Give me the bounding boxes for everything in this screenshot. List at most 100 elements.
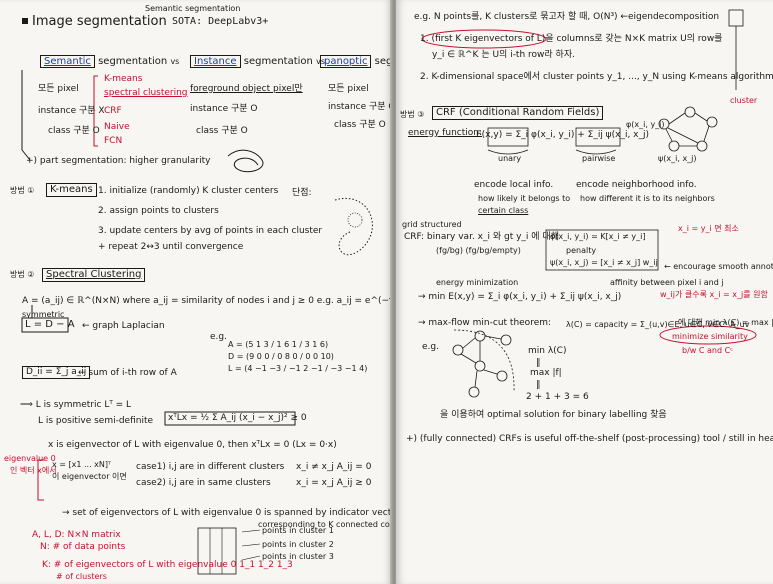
panoptic-note-1: 모든 pixel	[328, 84, 369, 94]
method-fcn: FCN	[104, 136, 123, 146]
left-page-drawings	[21, 18, 373, 575]
energy-label: energy function:	[408, 128, 483, 138]
step1-highlight	[421, 29, 547, 49]
kmeans-step-1: 1. initialize (randomly) K cluster cente…	[98, 186, 279, 196]
indicator-matrix	[197, 527, 237, 575]
kmeans-step-4: + repeat 2↔3 until convergence	[98, 242, 244, 252]
sum-result: 2 + 1 + 3 = 6	[526, 392, 589, 402]
left-page: Image segmentation Semantic segmentation…	[0, 0, 392, 584]
instance-note-2: instance 구분 O	[190, 104, 258, 114]
eigen-line: x is eigenvector of L with eigenvalue 0,…	[48, 440, 337, 450]
eigen-bracket	[37, 459, 44, 501]
fg-bg: (fg/bg) (fg/bg/empty)	[436, 246, 521, 255]
optimal-solution: 을 이용하여 optimal solution for binary label…	[440, 410, 667, 420]
pairwise-brace	[575, 149, 617, 155]
minimize-highlight	[659, 325, 757, 345]
tree-arrow	[21, 149, 31, 161]
method1-label: 방법 ①	[10, 186, 35, 195]
unary-box	[487, 127, 529, 147]
sota-top: Semantic segmentation	[145, 4, 241, 13]
step-1b: y_i ∈ ℝ^K 는 U의 i-th row라 하자.	[432, 50, 575, 60]
penalty-label: penalty	[566, 246, 597, 255]
instance-note-3: class 구분 O	[196, 126, 248, 136]
capacity-def: λ(C) = capacity = Σ_(u,v)∈E, u∈C, v∈Cᶜ A…	[566, 320, 750, 329]
laplacian-note: ← graph Laplacian	[82, 321, 165, 331]
right-page: e.g. N points를, K clusters로 묶고자 할 때, O(N…	[396, 0, 773, 584]
crf-binary: CRF: binary var. x_i 와 gt y_i 에 대해	[404, 232, 559, 242]
matrix-L: L = (4 −1 −3 / −1 2 −1 / −3 −1 4)	[228, 364, 368, 373]
kmeans-cons-swirl	[334, 197, 373, 256]
property-symmetric: ⟹ L is symmetric Lᵀ = L	[20, 400, 132, 410]
title-bullet	[22, 18, 28, 24]
encode-local-3: certain class	[478, 206, 529, 215]
between-note: b/w C and Cᶜ	[682, 346, 734, 355]
kmeans-step-2: 2. assign points to clusters	[98, 206, 219, 216]
phi-definition: φ(x_i, y_i) = K[x_i ≠ y_i]	[550, 232, 646, 241]
graph-phi: φ(x_i, y_i)	[626, 120, 665, 129]
method-crf: CRF	[104, 106, 122, 116]
encode-local: encode local info.	[474, 180, 554, 190]
vector-x: x = [x1 ... xN]ᵀ	[52, 460, 112, 469]
grid-structured: grid structured	[402, 220, 462, 229]
panoptic-note-3: class 구분 O	[334, 120, 386, 130]
graph-psi: ψ(x_i, x_j)	[658, 154, 697, 163]
corresponding: corresponding to K connected components …	[258, 520, 392, 529]
points-cluster-1: points in cluster 1	[262, 526, 334, 535]
step-1: 1. (first K eigenvectors of L)을 columns로…	[420, 34, 723, 44]
psd-formula: xᵀLx = ½ Σ A_ij (x_i − x_j)² ≥ 0	[168, 413, 307, 423]
encourage-note: ← encourage smooth annotation	[664, 262, 773, 271]
crf-title: CRF (Conditional Random Fields)	[432, 106, 604, 120]
page-title: Image segmentation	[32, 14, 167, 29]
case-2: case2) i,j are in same clusters	[136, 478, 271, 488]
case-1: case1) i,j are in different clusters	[136, 462, 285, 472]
points-arrow-3	[241, 555, 261, 561]
kmeans-cons-dot	[347, 212, 363, 228]
encode-local-2: how likely it belongs to	[478, 194, 571, 203]
semantic-note-1: 모든 pixel	[38, 84, 79, 94]
pairwise-label: pairwise	[582, 154, 616, 163]
points-arrow-2	[241, 543, 261, 547]
matrix-eg: e.g.	[210, 332, 227, 342]
psd-box	[164, 411, 296, 426]
method3-label: 방법 ③	[400, 110, 425, 119]
eq-sign-1: ‖	[536, 358, 541, 368]
xi-yi-note: x_i = y_i 면 최소	[678, 224, 739, 233]
K-definition-2: # of clusters	[56, 572, 107, 581]
kmeans-title: K-means	[46, 183, 97, 197]
sota-text: SOTA: DeepLabv3+	[172, 16, 269, 27]
points-cluster-3: points in cluster 3	[262, 552, 334, 561]
crf-graph	[658, 106, 718, 152]
dims-line-1: A, L, D: N×N matrix	[32, 530, 121, 540]
vector-note: 이 eigenvector 이면	[52, 472, 127, 481]
part-seg-scribble	[227, 149, 264, 173]
top-line: e.g. N points를, K clusters로 묶고자 할 때, O(N…	[414, 12, 720, 22]
set-eigenvectors: → set of eigenvectors of L with eigenval…	[62, 508, 392, 518]
crf-def-box	[545, 229, 659, 271]
eigen-side-2: 인 벡터 x에서	[10, 466, 57, 475]
energy-min-label: energy minimization	[436, 278, 519, 287]
semantic-note-3: class 구분 O	[48, 126, 100, 136]
property-psd: L is positive semi-definite	[38, 416, 154, 426]
K-definition: K: # of eigenvectors of L with eigenvalu…	[42, 560, 293, 570]
method-kmeans: K-means	[104, 74, 143, 84]
maxflow-theorem: → max-flow min-cut theorem:	[418, 318, 552, 328]
min-formula: → min E(x,y) = Σ_i φ(x_i, y_i) + Σ_ij ψ(…	[418, 292, 622, 302]
methods-bracket	[93, 75, 98, 147]
flow-graph	[452, 329, 515, 398]
dims-line-2: N: # of data points	[40, 542, 126, 552]
panoptic-heading: panoptic segmentation	[320, 55, 392, 68]
method-spectral: spectral clustering	[104, 88, 188, 98]
degree-def: D_ii = Σ_j a_ij	[22, 366, 91, 379]
symmetric-label: symmetric	[22, 310, 65, 319]
case-1-result: x_i ≠ x_j A_ij = 0	[296, 462, 372, 472]
mincut-note: 에 대해 min λ(C) = max |f|	[678, 318, 773, 327]
psi-definition: ψ(x_i, x_j) = [x_i ≠ x_j] w_ij	[550, 258, 658, 267]
right-page-drawings	[421, 9, 757, 398]
side-cluster: cluster	[730, 96, 758, 105]
instance-note-1: foreground object pixel만	[190, 84, 303, 94]
kmeans-cons: 단점:	[292, 188, 312, 198]
encode-neighbor: encode neighborhood info.	[576, 180, 697, 190]
side-matrix	[728, 9, 744, 27]
wij-note: w_ij가 클수록 x_i = x_j를 원함	[660, 290, 768, 299]
